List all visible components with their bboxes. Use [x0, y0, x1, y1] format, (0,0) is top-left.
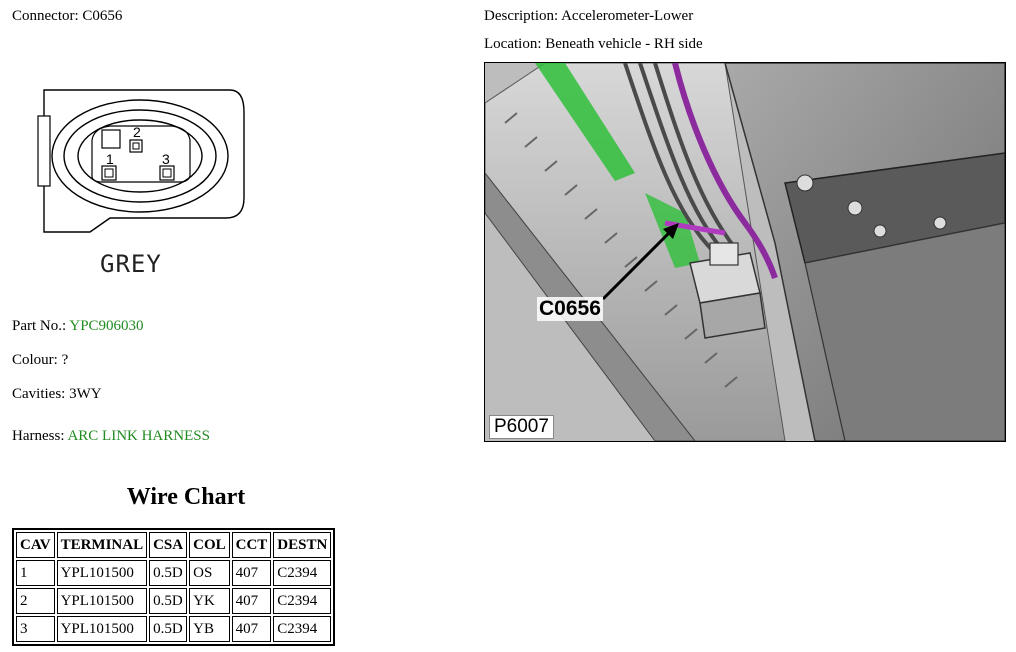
table-cell: 2 [16, 588, 55, 614]
description-label: Description: [484, 8, 559, 24]
wire-chart-table: CAV TERMINAL CSA COL CCT DESTN 1 YPL1015… [12, 528, 336, 646]
connector-value: C0656 [82, 8, 123, 24]
table-cell: 0.5D [149, 588, 188, 614]
column-header: TERMINAL [56, 532, 148, 558]
column-header: COL [189, 532, 230, 558]
table-cell: YPL101500 [56, 560, 148, 586]
column-header: CSA [149, 532, 188, 558]
vehicle-underside-illustration [485, 63, 1005, 441]
table-cell: C2394 [273, 616, 332, 642]
harness-line: Harness: ARC LINK HARNESS [12, 428, 210, 445]
wire-chart-title: Wire Chart [126, 484, 246, 510]
table-row: 1 YPL101500 0.5D OS 407 C2394 [16, 560, 332, 586]
location-photo: C0656 P6007 [484, 62, 1006, 442]
table-cell: 407 [231, 616, 272, 642]
table-cell: C2394 [273, 560, 332, 586]
table-cell: 1 [16, 560, 55, 586]
colour-value: ? [61, 352, 69, 368]
column-header: CCT [231, 532, 272, 558]
location-line: Location: Beneath vehicle - RH side [484, 36, 703, 53]
part-number-link[interactable]: YPC906030 [69, 318, 144, 334]
location-label: Location: [484, 36, 542, 52]
harness-link[interactable]: ARC LINK HARNESS [67, 428, 210, 444]
table-cell: 3 [16, 616, 55, 642]
pin-label-1: 1 [106, 151, 114, 167]
table-cell: 407 [231, 560, 272, 586]
cavities-label: Cavities: [12, 386, 66, 402]
connector-face-diagram: 1 2 3 [37, 89, 245, 233]
table-header-row: CAV TERMINAL CSA COL CCT DESTN [16, 532, 332, 558]
table-row: 3 YPL101500 0.5D YB 407 C2394 [16, 616, 332, 642]
pin-label-2: 2 [133, 124, 141, 140]
cavities-value: 3WY [69, 386, 102, 402]
pin-label-3: 3 [162, 151, 170, 167]
photo-code: P6007 [489, 415, 554, 439]
description-line: Description: Accelerometer-Lower [484, 8, 693, 25]
column-header: DESTN [273, 532, 332, 558]
callout-label: C0656 [537, 297, 603, 321]
colour-line: Colour: ? [12, 352, 68, 369]
table-cell: 0.5D [149, 616, 188, 642]
column-header: CAV [16, 532, 55, 558]
table-cell: 0.5D [149, 560, 188, 586]
table-cell: 407 [231, 588, 272, 614]
connector-label: Connector: [12, 8, 79, 24]
table-cell: YK [189, 588, 230, 614]
table-row: 2 YPL101500 0.5D YK 407 C2394 [16, 588, 332, 614]
table-cell: YPL101500 [56, 588, 148, 614]
part-number-label: Part No.: [12, 318, 67, 334]
connector-line: Connector: C0656 [12, 8, 122, 25]
connector-colour-label: GREY [100, 250, 162, 278]
location-value: Beneath vehicle - RH side [545, 36, 703, 52]
colour-label: Colour: [12, 352, 58, 368]
harness-label: Harness: [12, 428, 65, 444]
part-number-line: Part No.: YPC906030 [12, 318, 144, 335]
cavities-line: Cavities: 3WY [12, 386, 102, 403]
table-cell: YB [189, 616, 230, 642]
table-cell: C2394 [273, 588, 332, 614]
table-cell: YPL101500 [56, 616, 148, 642]
description-value: Accelerometer-Lower [561, 8, 694, 24]
table-cell: OS [189, 560, 230, 586]
